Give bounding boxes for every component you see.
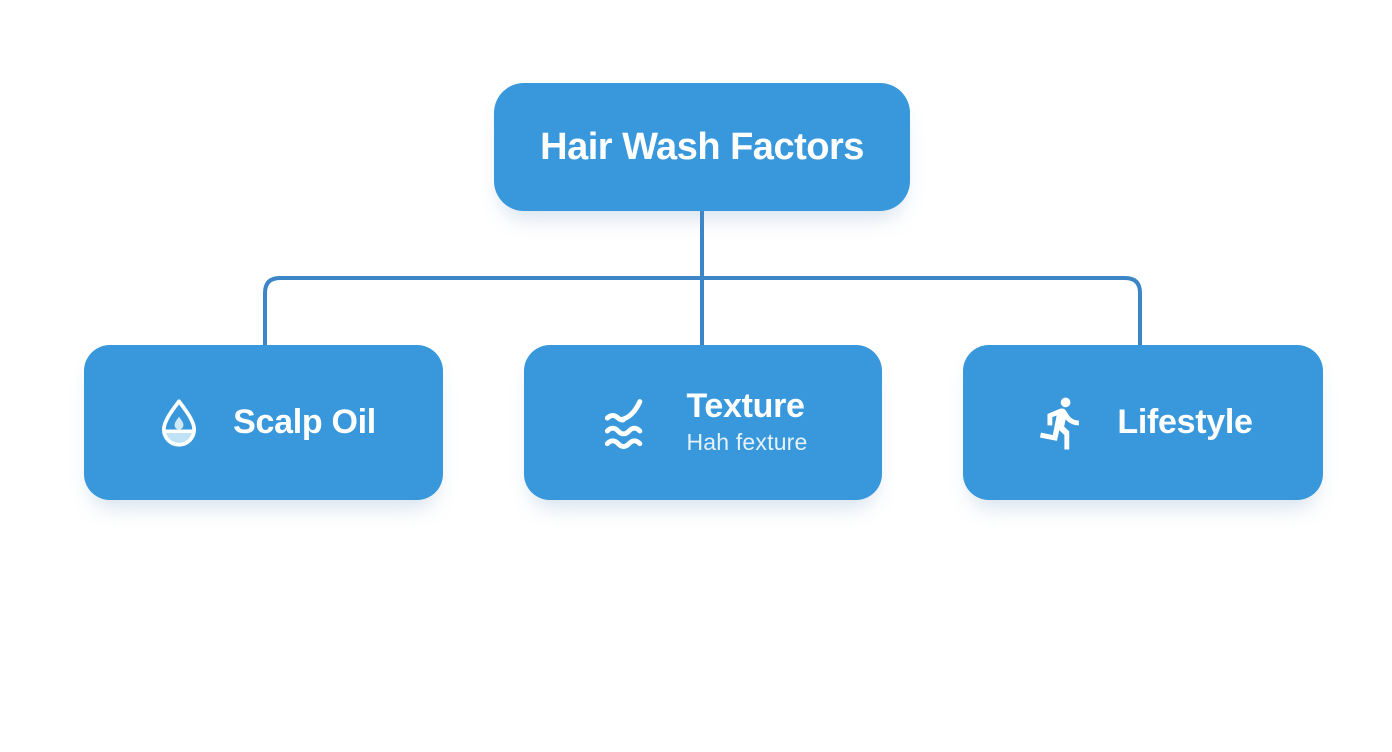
node-texture: Texture Hah fexture [524,345,882,500]
runner-icon [1040,397,1080,450]
node-sublabel-texture: Hah fexture [686,429,808,456]
node-label-scalp-oil: Scalp Oil [233,402,376,441]
node-lifestyle: Lifestyle [963,345,1323,500]
node-label-lifestyle: Lifestyle [1117,402,1253,441]
connector-branch-bracket [263,276,1142,348]
water-drop-icon [162,398,197,446]
node-scalp-oil: Scalp Oil [84,345,443,500]
node-label-texture: Texture [686,386,805,425]
root-node-label: Hair Wash Factors [540,125,864,168]
waves-icon [605,398,643,449]
node-hair-wash-factors: Hair Wash Factors [494,83,910,211]
